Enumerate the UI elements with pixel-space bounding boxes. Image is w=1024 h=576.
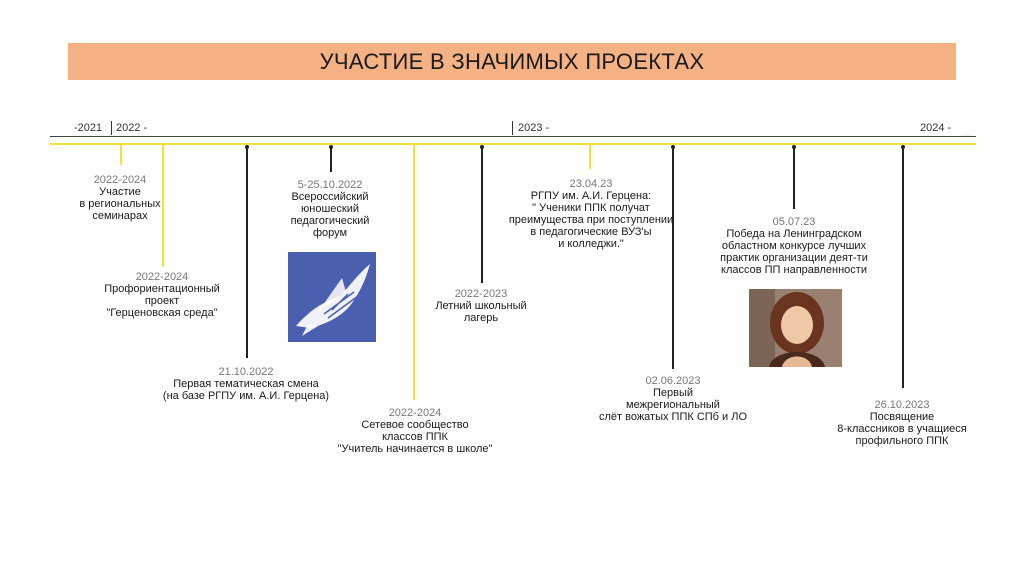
event-connector: [120, 145, 122, 165]
event-marker: [480, 145, 484, 149]
event-marker: [245, 145, 249, 149]
event-university-advantages: 23.04.23 РГПУ им. А.И. Герцена: " Ученик…: [493, 178, 689, 250]
year-label-2021: -2021: [74, 122, 103, 134]
event-gertsen-environment: 2022-2024 Профориентационный проект "Гер…: [82, 271, 242, 319]
event-text: Участие в региональных семинарах: [79, 186, 161, 222]
event-connector: [672, 147, 674, 369]
event-connector: [330, 147, 332, 172]
timeline-continuation: ...: [962, 128, 972, 140]
event-marker: [671, 145, 675, 149]
event-text: Сетевое сообщество классов ППК "Учитель …: [337, 419, 493, 455]
bird-logo-icon: [296, 264, 370, 336]
event-text: Первая тематическая смена (на базе РГПУ …: [162, 378, 330, 402]
event-marker: [792, 145, 796, 149]
year-label-2023: 2023 -: [518, 122, 550, 134]
event-date: 2022-2024: [388, 407, 442, 419]
event-youth-forum: 5-25.10.2022 Всероссийский юношеский пед…: [270, 179, 390, 239]
event-text: Летний школьный лагерь: [435, 300, 527, 324]
event-connector: [481, 147, 483, 283]
event-text: Профориентационный проект "Герценовская …: [104, 283, 220, 319]
event-marker: [329, 145, 333, 149]
page-title: УЧАСТИЕ В ЗНАЧИМЫХ ПРОЕКТАХ: [319, 48, 705, 74]
event-date: 02.06.2023: [645, 375, 701, 387]
event-connector: [902, 147, 904, 388]
event-connector: [589, 145, 591, 169]
event-date: 23.04.23: [569, 178, 613, 190]
event-text: Победа на Ленинградском областном конкур…: [720, 228, 868, 276]
title-banner: УЧАСТИЕ В ЗНАЧИМЫХ ПРОЕКТАХ: [68, 43, 956, 80]
event-date: 05.07.23: [772, 216, 816, 228]
forum-logo-image: [288, 252, 376, 342]
event-text: Посвящение 8-классников в учащиеся профи…: [837, 411, 967, 447]
event-date: 5-25.10.2022: [297, 179, 363, 191]
event-network-community: 2022-2024 Сетевое сообщество классов ППК…: [326, 407, 504, 455]
event-connector: [413, 145, 415, 400]
winner-photo: [749, 289, 842, 367]
event-text: РГПУ им. А.И. Герцена: " Ученики ППК пол…: [508, 190, 674, 250]
event-marker: [901, 145, 905, 149]
event-text: Первый межрегиональный слёт вожатых ППК …: [598, 387, 748, 423]
year-tick: [111, 121, 112, 135]
event-regional-seminars: 2022-2024 Участие в региональных семинар…: [60, 174, 180, 222]
year-label-2022: 2022 -: [116, 122, 148, 134]
person-portrait-icon: [749, 289, 842, 367]
event-connector: [162, 145, 164, 267]
event-connector: [246, 147, 248, 358]
event-initiation: 26.10.2023 Посвящение 8-классников в уча…: [822, 399, 982, 447]
timeline-axis: [50, 136, 976, 137]
event-date: 26.10.2023: [874, 399, 930, 411]
event-date: 2022-2024: [93, 174, 147, 186]
event-date: 2022-2024: [135, 271, 189, 283]
event-date: 2022-2023: [454, 288, 508, 300]
event-date: 21.10.2022: [218, 366, 274, 378]
event-summer-camp: 2022-2023 Летний школьный лагерь: [420, 288, 542, 324]
timeline-highlight-line: [50, 143, 976, 145]
year-label-2024: 2024 -: [920, 122, 952, 134]
year-tick: [512, 121, 513, 135]
event-counselors-rally: 02.06.2023 Первый межрегиональный слёт в…: [590, 375, 756, 423]
event-regional-contest-victory: 05.07.23 Победа на Ленинградском областн…: [704, 216, 884, 276]
event-text: Всероссийский юношеский педагогический ф…: [290, 191, 370, 239]
event-first-thematic-shift: 21.10.2022 Первая тематическая смена (на…: [151, 366, 341, 402]
event-connector: [793, 147, 795, 209]
